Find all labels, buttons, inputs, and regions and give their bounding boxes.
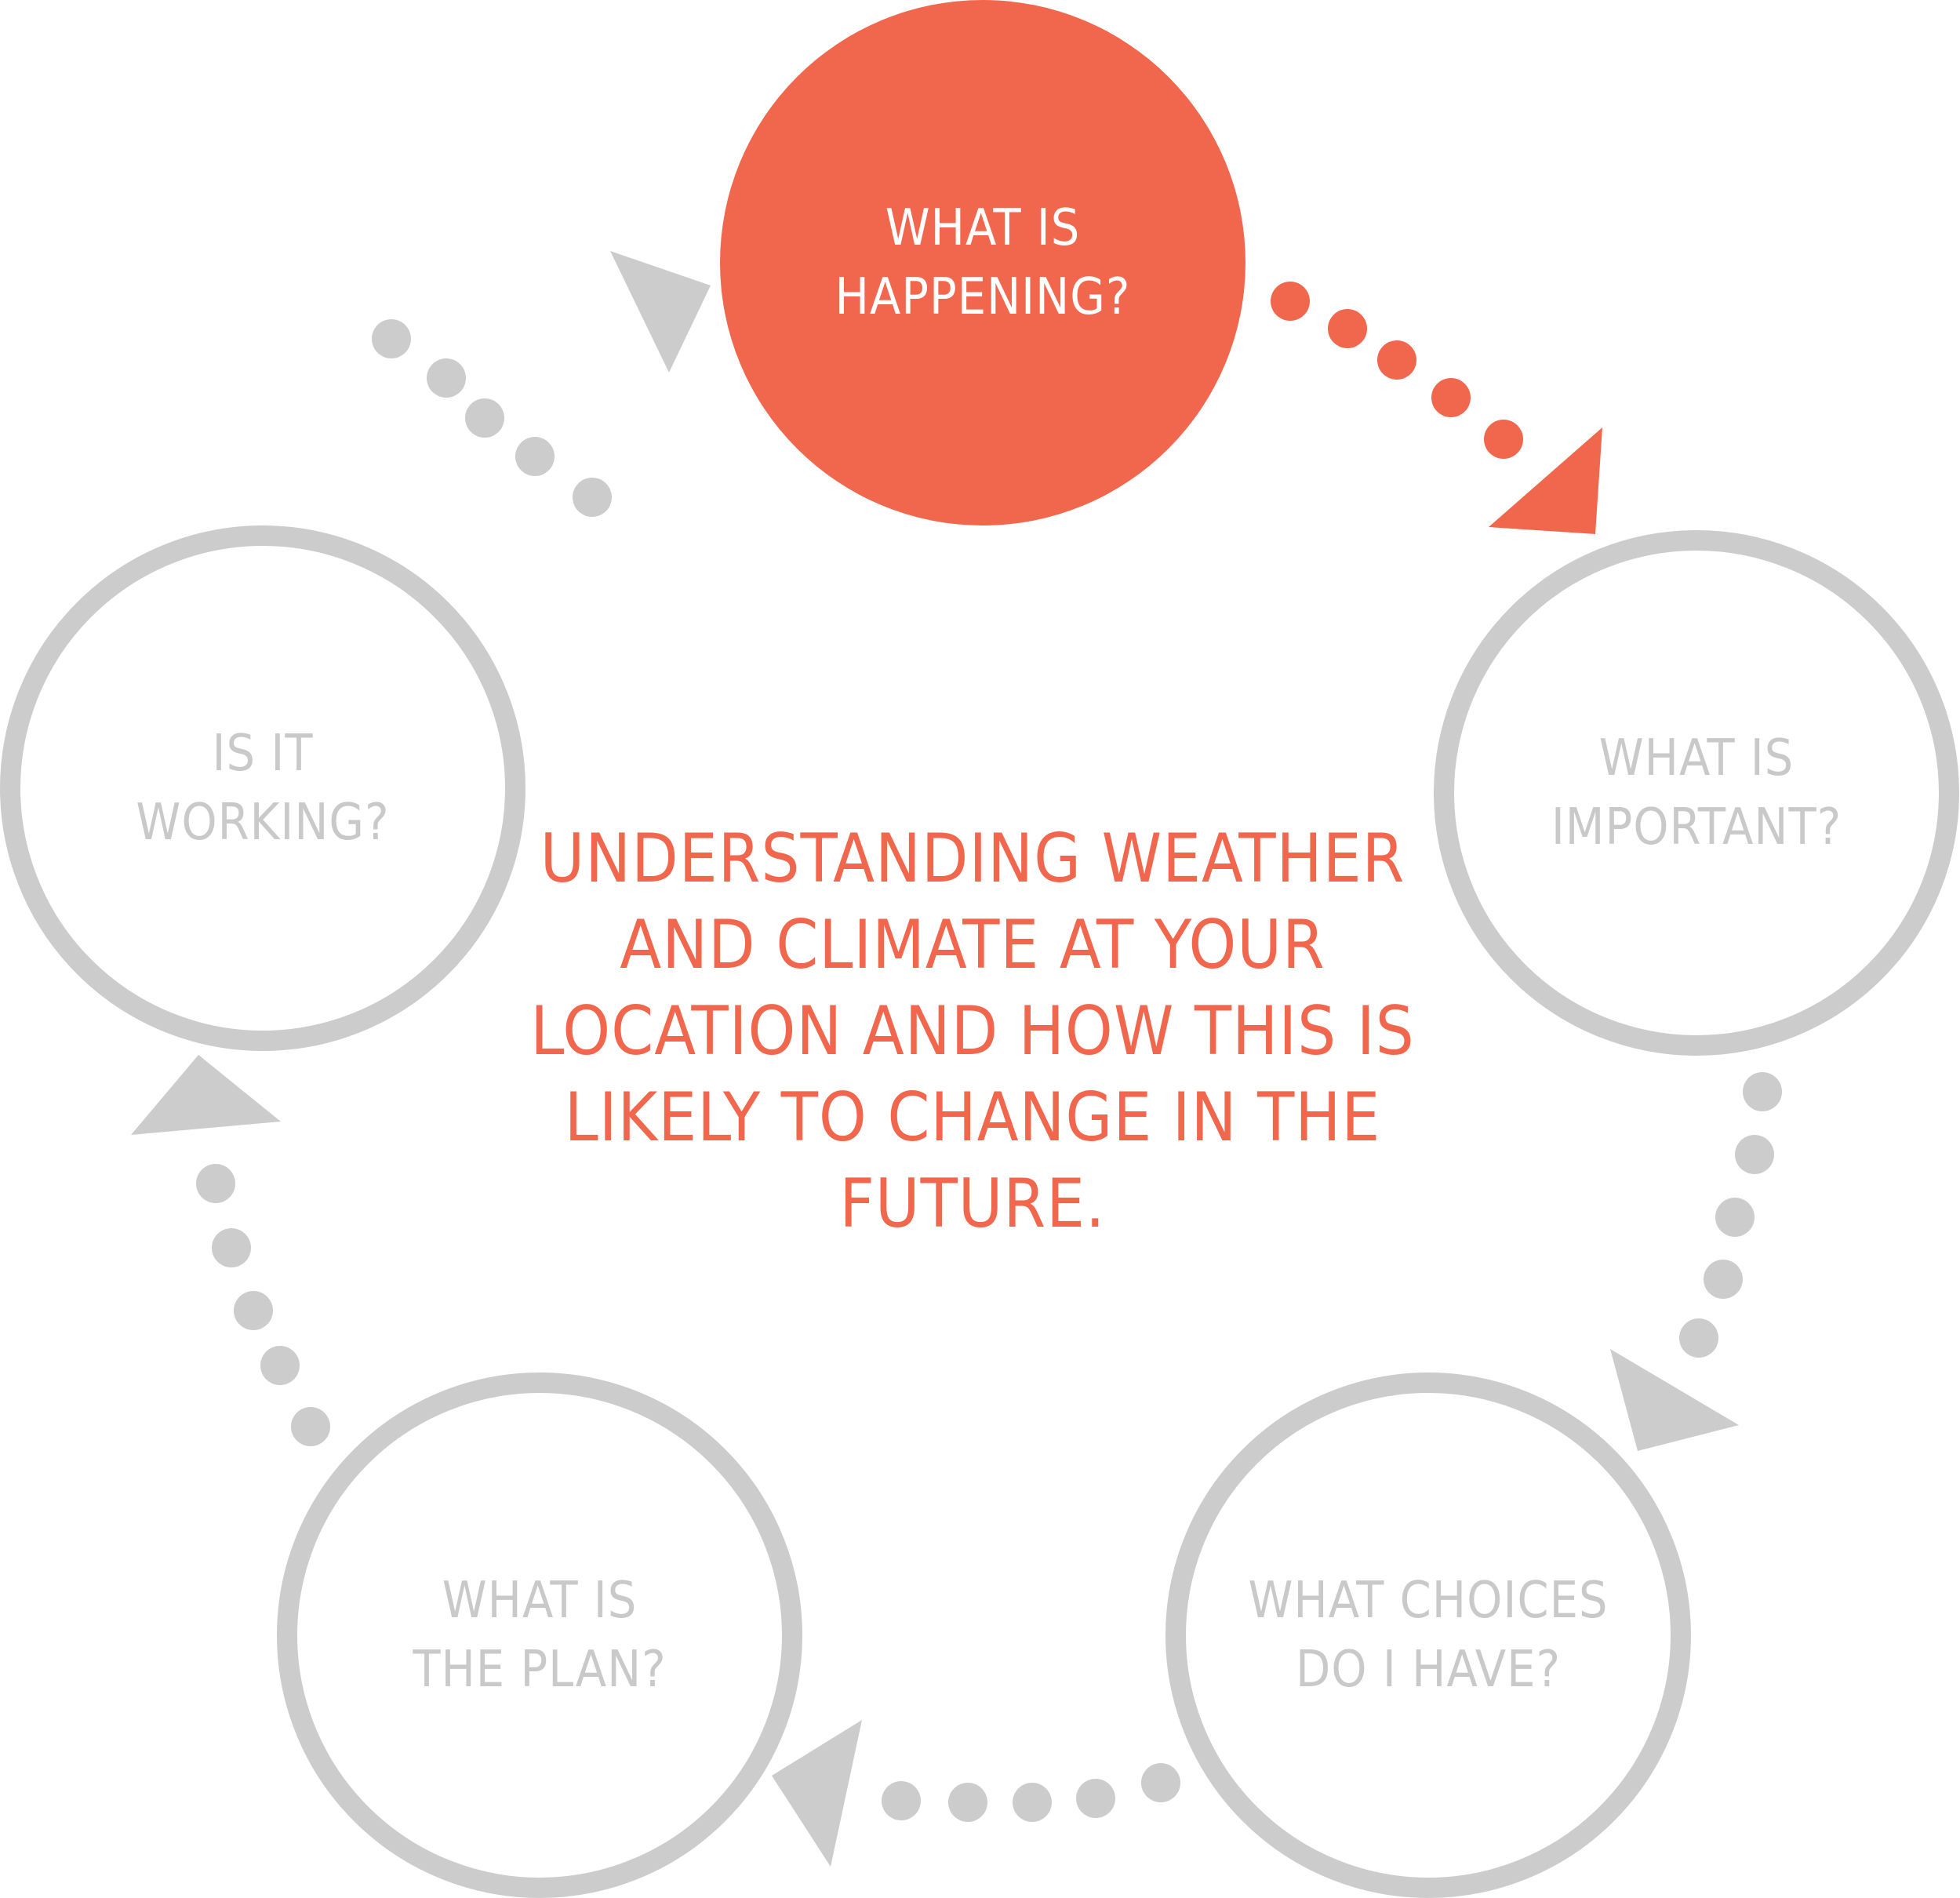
step-label-line: DO I HAVE?	[1295, 1641, 1562, 1699]
connector-dot	[465, 398, 504, 438]
connector-dot	[1484, 420, 1523, 459]
connector-working-to-happening	[372, 251, 711, 517]
connector-dot	[1715, 1198, 1755, 1237]
step-label-line: WHAT IS	[885, 199, 1081, 257]
connector-dot	[882, 1781, 921, 1820]
step-label-line: WORKING?	[136, 794, 390, 852]
connector-dot	[212, 1228, 251, 1267]
step-label-line: IS IT	[212, 725, 314, 783]
arrowhead-icon	[131, 1055, 281, 1135]
arrowhead-icon	[772, 1720, 862, 1867]
step-label-line: WHAT CHOICES	[1248, 1572, 1609, 1630]
center-description: UNDERSTANDING WEATHER AND CLIMATE AT YOU…	[530, 816, 1414, 1247]
connector-dot	[1743, 1072, 1782, 1111]
step-label: WHAT IS HAPPENING?	[835, 194, 1131, 332]
step-what-is-happening: WHAT IS HAPPENING?	[720, 0, 1245, 525]
step-what-choices-do-i-have: WHAT CHOICES DO I HAVE?	[1165, 1373, 1691, 1898]
connector-important-to-choices	[1610, 1072, 1782, 1451]
connector-dot	[1679, 1318, 1718, 1358]
center-description-line: LOCATION AND HOW THIS IS	[530, 992, 1415, 1071]
step-label: IS IT WORKING?	[136, 719, 389, 857]
step-what-is-important: WHAT IS IMPORTANT?	[1434, 530, 1959, 1056]
connector-dot	[1735, 1135, 1774, 1174]
connector-dot	[1076, 1779, 1115, 1818]
connector-dot	[1271, 282, 1310, 321]
connector-choices-to-plan	[772, 1720, 1180, 1867]
center-description-line: FUTURE.	[839, 1165, 1106, 1243]
connector-dot	[1328, 309, 1367, 348]
arrowhead-icon	[610, 251, 711, 373]
center-description-line: LIKELY TO CHANGE IN THE	[564, 1078, 1381, 1157]
step-label-line: THE PLAN?	[413, 1641, 667, 1699]
arrowhead-icon	[1610, 1349, 1739, 1451]
connector-dot	[515, 437, 555, 476]
center-description-line: UNDERSTANDING WEATHER	[540, 820, 1405, 898]
connector-dot	[1377, 340, 1416, 380]
connector-plan-to-working	[131, 1055, 330, 1446]
step-label: WHAT CHOICES DO I HAVE?	[1248, 1566, 1608, 1704]
step-label-line: IMPORTANT?	[1551, 798, 1842, 856]
arrowhead-icon	[1489, 427, 1602, 534]
connector-dot	[1431, 378, 1471, 417]
step-label-line: WHAT IS	[1598, 729, 1795, 787]
step-label: WHAT IS THE PLAN?	[413, 1566, 666, 1704]
step-label-line: WHAT IS	[442, 1572, 638, 1630]
connector-dot	[234, 1291, 273, 1330]
connector-dot	[372, 319, 411, 358]
step-is-it-working: IS IT WORKING?	[0, 525, 525, 1051]
step-what-is-the-plan: WHAT IS THE PLAN?	[277, 1373, 802, 1898]
connector-dot	[427, 358, 466, 398]
step-label-line: HAPPENING?	[835, 268, 1131, 326]
connector-dot	[1013, 1783, 1052, 1822]
center-description-line: AND CLIMATE AT YOUR	[620, 906, 1325, 984]
connector-dot	[1704, 1260, 1743, 1299]
connector-dot	[948, 1783, 987, 1822]
connector-happening-to-important	[1271, 282, 1602, 534]
connector-dot	[1141, 1763, 1180, 1802]
connector-dot	[291, 1407, 330, 1446]
step-label: WHAT IS IMPORTANT?	[1551, 724, 1842, 862]
connector-dot	[573, 478, 612, 517]
connector-dot	[260, 1346, 300, 1385]
connector-dot	[196, 1164, 235, 1203]
